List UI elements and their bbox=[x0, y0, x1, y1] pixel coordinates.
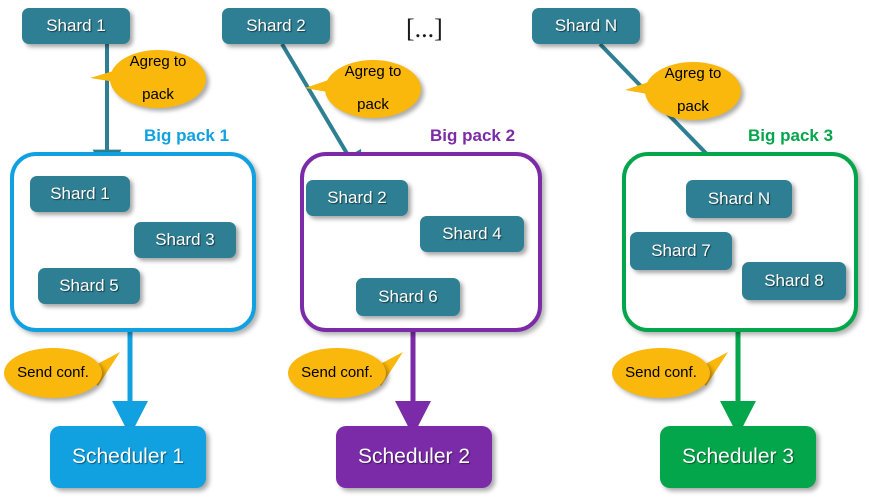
pack2-shard-6[interactable]: Shard 6 bbox=[356, 278, 460, 316]
pack2-shard-4[interactable]: Shard 4 bbox=[420, 216, 524, 252]
callout-agreg-to-pack-3: Agreg to pack bbox=[645, 62, 741, 120]
callout-send-conf-label: Send conf. bbox=[17, 363, 89, 381]
pack1-shard-3[interactable]: Shard 3 bbox=[134, 222, 236, 258]
callout-agreg-line2: pack bbox=[142, 86, 174, 104]
callout-send-conf-label: Send conf. bbox=[625, 363, 697, 381]
source-shard-2[interactable]: Shard 2 bbox=[222, 8, 330, 44]
callout-agreg-to-pack-1: Agreg to pack bbox=[110, 50, 206, 108]
callout-send-conf-3: Send conf. bbox=[612, 348, 710, 398]
pack3-shard-8[interactable]: Shard 8 bbox=[742, 262, 846, 300]
big-pack-2-label: Big pack 2 bbox=[430, 126, 516, 145]
callout-agreg-line1: Agreg to bbox=[664, 64, 722, 82]
pack1-shard-1[interactable]: Shard 1 bbox=[30, 176, 130, 212]
callout-agreg-line1: Agreg to bbox=[129, 52, 187, 70]
scheduler-3[interactable]: Scheduler 3 bbox=[660, 426, 816, 488]
big-pack-3-label: Big pack 3 bbox=[748, 126, 834, 145]
callout-send-conf-2: Send conf. bbox=[288, 348, 386, 398]
callout-send-conf-label: Send conf. bbox=[301, 363, 373, 381]
pack3-shard-7[interactable]: Shard 7 bbox=[630, 232, 732, 270]
callout-send-conf-1: Send conf. bbox=[4, 348, 102, 398]
pack2-shard-2[interactable]: Shard 2 bbox=[306, 180, 408, 216]
callout-agreg-line2: pack bbox=[357, 96, 389, 114]
callout-agreg-to-pack-2: Agreg to pack bbox=[325, 60, 421, 118]
ellipsis-label: [...] bbox=[406, 14, 443, 43]
source-shard-n[interactable]: Shard N bbox=[532, 8, 640, 44]
scheduler-2[interactable]: Scheduler 2 bbox=[336, 426, 492, 488]
pack3-shard-n[interactable]: Shard N bbox=[686, 180, 792, 218]
scheduler-1[interactable]: Scheduler 1 bbox=[50, 426, 206, 488]
source-shard-1[interactable]: Shard 1 bbox=[22, 8, 130, 44]
pack1-shard-5[interactable]: Shard 5 bbox=[38, 268, 140, 304]
callout-agreg-line2: pack bbox=[677, 98, 709, 116]
big-pack-1-label: Big pack 1 bbox=[144, 126, 230, 145]
callout-agreg-line1: Agreg to bbox=[344, 62, 402, 80]
